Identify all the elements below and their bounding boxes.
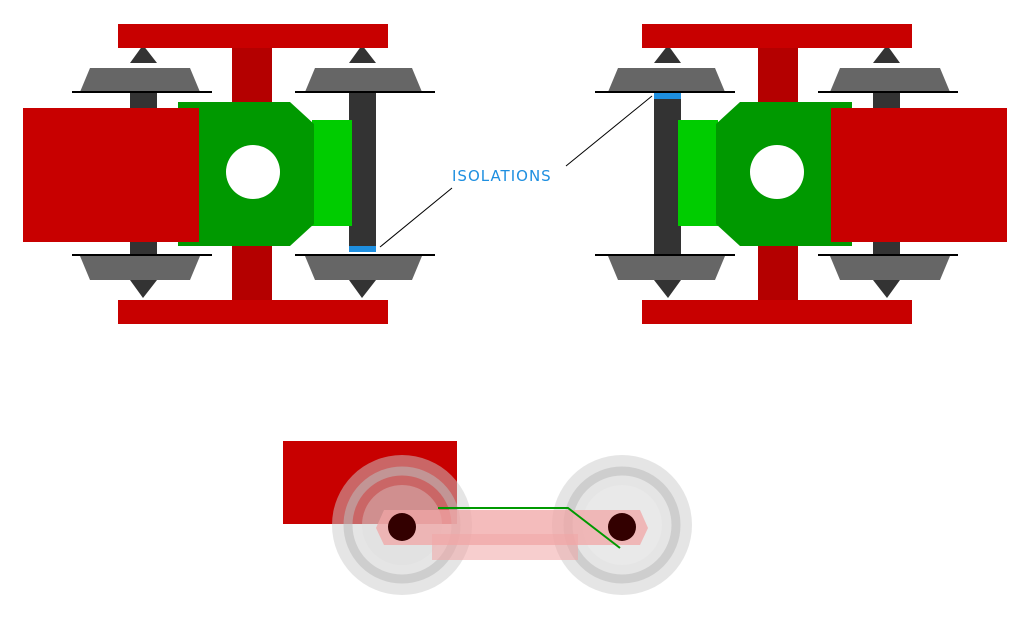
axle-hub-right bbox=[608, 513, 636, 541]
wheel bbox=[80, 68, 200, 92]
wheel bbox=[830, 256, 950, 280]
car-body bbox=[23, 108, 199, 242]
insulator-highlight bbox=[349, 246, 376, 252]
pivot-hole bbox=[750, 145, 804, 199]
axle-hub-left bbox=[388, 513, 416, 541]
wheel bbox=[608, 68, 725, 92]
ground-wire bbox=[438, 507, 621, 549]
axle bbox=[349, 90, 376, 250]
wheel bbox=[80, 256, 200, 280]
side-frame-top bbox=[642, 24, 912, 48]
axle bbox=[654, 98, 681, 258]
axle-end-tip bbox=[349, 280, 376, 298]
bogie-side-view bbox=[283, 441, 692, 595]
sideframe bbox=[376, 510, 648, 545]
axle-end-tip bbox=[873, 280, 900, 298]
axle-end-tip bbox=[873, 45, 900, 63]
side-frame-top bbox=[118, 24, 388, 48]
pivot-arm-light bbox=[312, 120, 352, 226]
bogie-top-view-left bbox=[23, 24, 435, 324]
wheel bbox=[305, 68, 422, 92]
insulator-highlight bbox=[654, 93, 681, 99]
axle-end-tip bbox=[654, 45, 681, 63]
side-frame-bottom bbox=[642, 300, 912, 324]
bogie-top-view-right bbox=[595, 24, 1007, 324]
wheel bbox=[830, 68, 950, 92]
side-frame-bottom bbox=[118, 300, 388, 324]
pivot-hole bbox=[226, 145, 280, 199]
pivot-arm-light bbox=[678, 120, 718, 226]
axle-end-tip bbox=[349, 45, 376, 63]
wheel bbox=[305, 256, 422, 280]
axle-end-tip bbox=[130, 45, 157, 63]
isolations-label: ISOLATIONS bbox=[452, 167, 552, 185]
leader-line bbox=[379, 187, 453, 248]
car-body bbox=[831, 108, 1007, 242]
isolations-callout: ISOLATIONS bbox=[379, 95, 653, 248]
axle-end-tip bbox=[654, 280, 681, 298]
wheel bbox=[608, 256, 725, 280]
leader-line bbox=[565, 95, 653, 167]
axle-end-tip bbox=[130, 280, 157, 298]
